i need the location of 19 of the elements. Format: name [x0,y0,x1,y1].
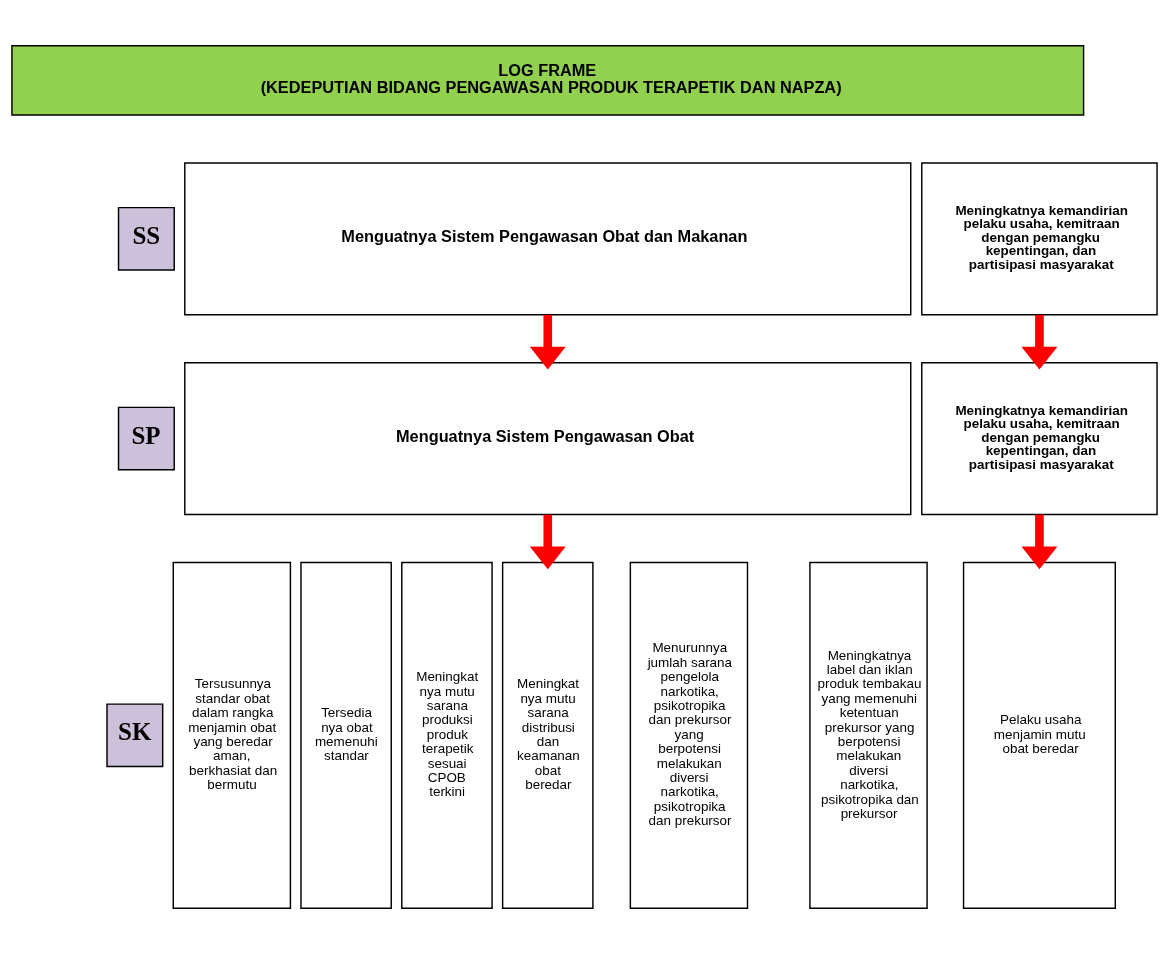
arrow [529,514,566,570]
node-box: SP [117,406,175,471]
node-box: Menguatnya Sistem Pengawasan Obat [184,362,912,516]
node-box: LOG FRAME (KEDEPUTIAN BIDANG PENGAWASAN PRODUK TERAPETIK DAN NAPZA) [11,45,1085,116]
node-box: Tersedia nya obat memenuhi standar [300,561,392,909]
node-box: Meningkatnya label dan iklan produk tembakau yang memenuhi ketentuan prekursor yang berpotensi melakukan diversi narkotika, psikotropika dan prekursor [809,561,928,909]
node-box: Meningkatnya kemandirian pelaku usaha, kemitraan dengan pemangku kepentingan, dan partisipasi masyarakat [921,162,1158,316]
node-box: Meningkat nya mutu sarana produksi produk terapetik sesuai CPOB terkini [401,561,493,909]
arrow [529,314,566,370]
node-box: Menguatnya Sistem Pengawasan Obat dan Makanan [184,162,912,316]
node-box: Meningkatnya kemandirian pelaku usaha, kemitraan dengan pemangku kepentingan, dan partisipasi masyarakat [921,362,1158,516]
arrow [1021,514,1058,570]
arrow [1021,314,1058,370]
node-box: Pelaku usaha menjamin mutu obat beredar [962,561,1116,909]
node-box: Menurunnya jumlah sarana pengelola narkotika, psikotropika dan prekursor yang berpotensi melakukan diversi narkotika, psikotropika dan prekursor [629,561,749,909]
node-box: SS [117,206,175,271]
node-box: Tersusunnya standar obat dalam rangka menjamin obat yang beredar aman, berkhasiat dan bermutu [172,561,292,909]
node-box: Meningkat nya mutu sarana distribusi dan keamanan obat beredar [501,561,594,909]
node-box: SK [106,703,164,768]
